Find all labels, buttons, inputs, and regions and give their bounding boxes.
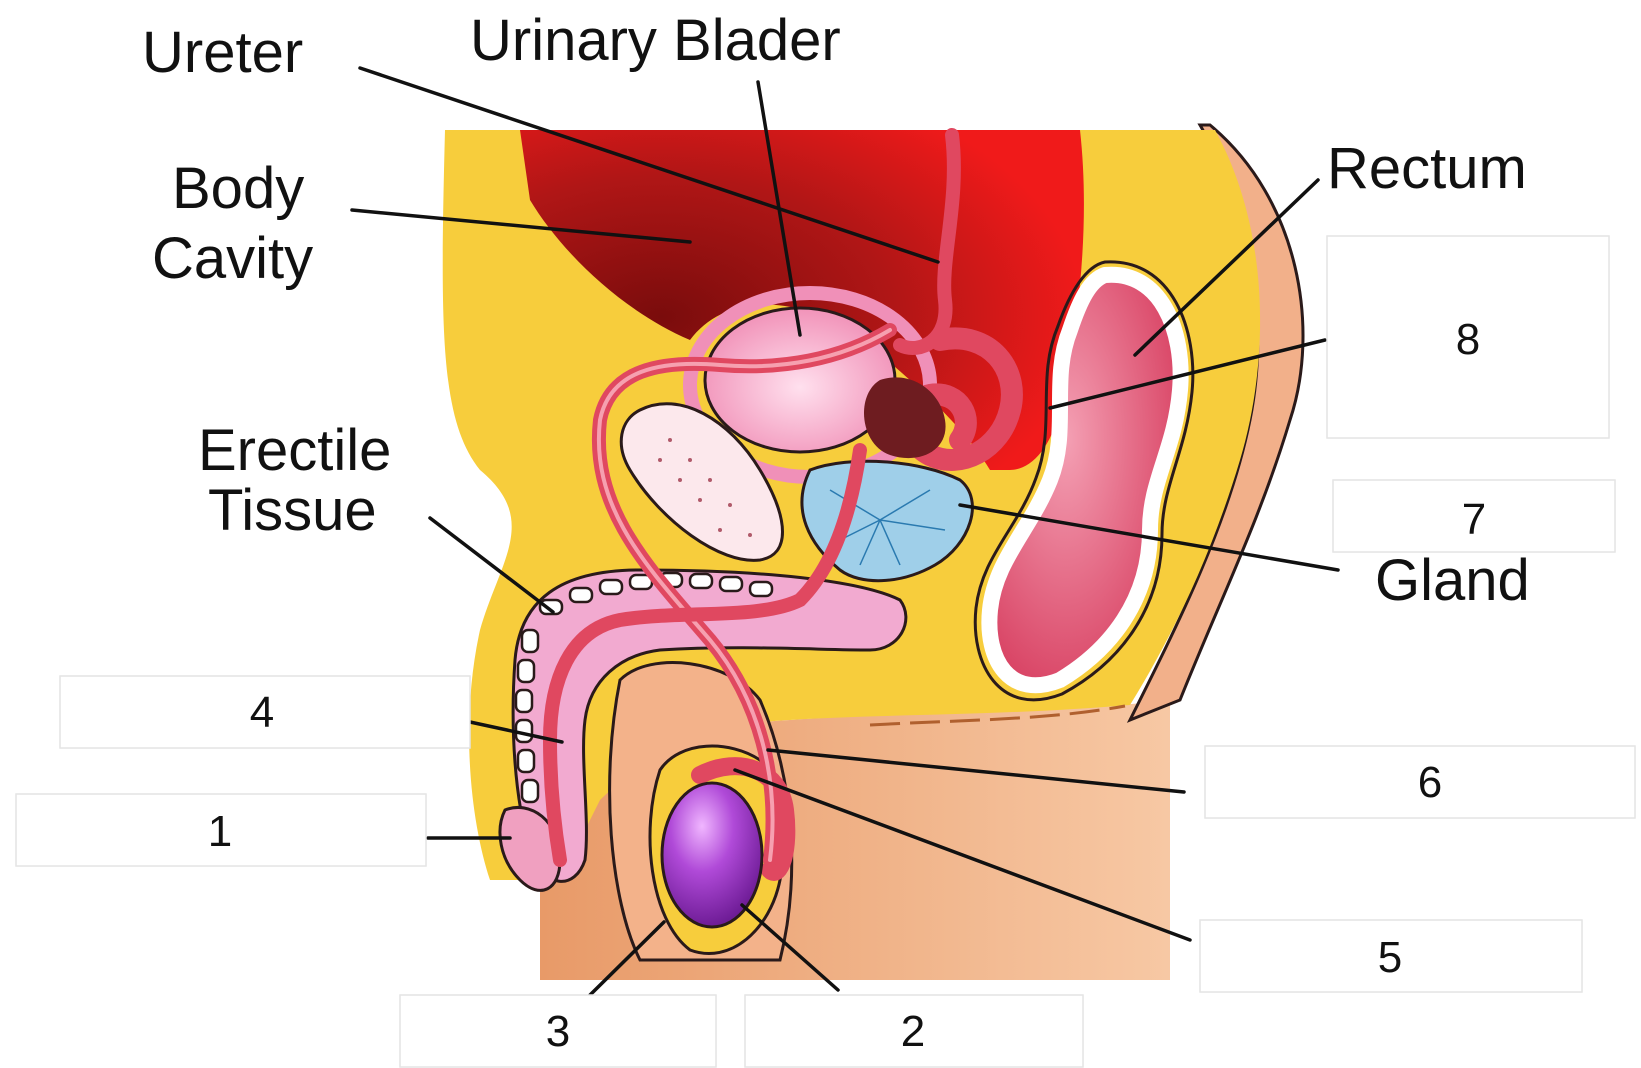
label-rectum: Rectum bbox=[1327, 136, 1527, 201]
answer-box-2-label: 2 bbox=[901, 1007, 925, 1056]
answer-box-7[interactable]: 7 bbox=[1333, 480, 1615, 552]
testis-shape bbox=[662, 783, 762, 927]
label-ureter: Ureter bbox=[142, 20, 303, 85]
answer-box-7-label: 7 bbox=[1462, 495, 1486, 544]
label-body-cavity-line1: Body bbox=[172, 156, 304, 221]
label-gland: Gland bbox=[1375, 548, 1530, 613]
anatomy-illustration bbox=[443, 125, 1303, 980]
answer-box-1-label: 1 bbox=[208, 807, 232, 856]
answer-box-2[interactable]: 2 bbox=[745, 995, 1083, 1067]
answer-box-5-label: 5 bbox=[1378, 933, 1402, 982]
answer-box-6-label: 6 bbox=[1418, 758, 1442, 807]
answer-box-5[interactable]: 5 bbox=[1200, 920, 1582, 992]
answer-box-4[interactable]: 4 bbox=[60, 676, 470, 748]
answer-box-8-label: 8 bbox=[1456, 315, 1480, 364]
answer-box-1[interactable]: 1 bbox=[16, 794, 426, 866]
answer-box-4-label: 4 bbox=[250, 688, 274, 737]
answer-box-3[interactable]: 3 bbox=[400, 995, 716, 1067]
answer-box-8[interactable]: 8 bbox=[1327, 236, 1609, 438]
answer-box-3-label: 3 bbox=[546, 1007, 570, 1056]
label-body-cavity-line2: Cavity bbox=[152, 226, 313, 291]
answer-box-6[interactable]: 6 bbox=[1205, 746, 1635, 818]
label-erectile-tissue-line1: Erectile bbox=[198, 418, 391, 483]
label-urinary-bladder: Urinary Blader bbox=[470, 8, 841, 73]
label-erectile-tissue-line2: Tissue bbox=[208, 478, 377, 543]
